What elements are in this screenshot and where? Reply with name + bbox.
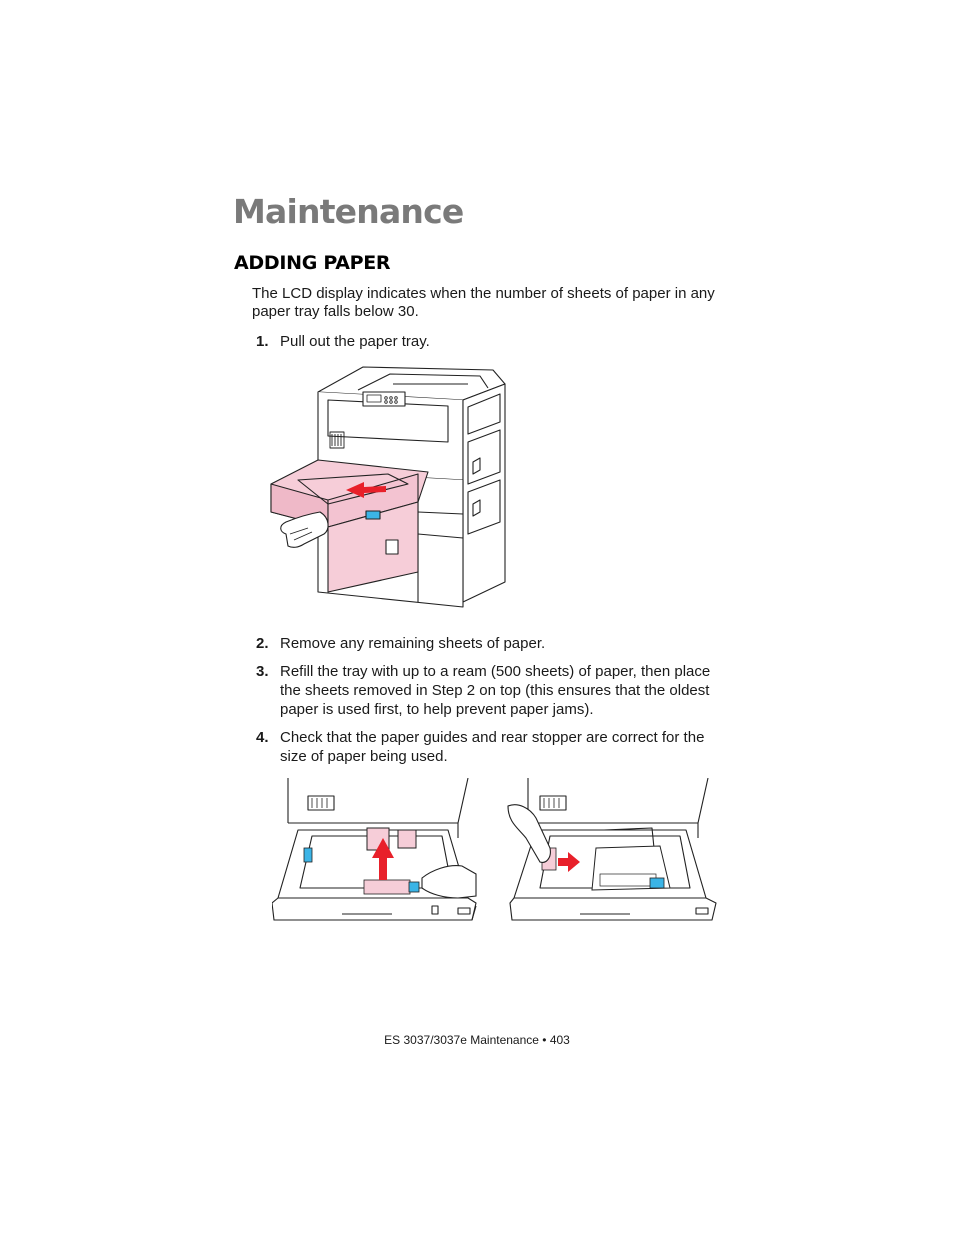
step-number: 1. <box>256 333 269 350</box>
step-number: 2. <box>256 635 269 652</box>
step-number: 3. <box>256 663 269 680</box>
intro-paragraph: The LCD display indicates when the numbe… <box>252 285 715 320</box>
page-title: Maintenance <box>233 192 464 231</box>
step-text: Pull out the paper tray. <box>280 333 430 350</box>
step-2: 2. Remove any remaining sheets of paper. <box>252 634 727 653</box>
printer-tray-pulled-out-illustration <box>270 366 506 608</box>
section-heading: ADDING PAPER <box>234 252 391 274</box>
step-4: 4. Check that the paper guides and rear … <box>252 728 727 766</box>
step-text: Check that the paper guides and rear sto… <box>280 729 705 765</box>
step-number: 4. <box>256 729 269 746</box>
step-3: 3. Refill the tray with up to a ream (50… <box>252 662 727 719</box>
page-footer: ES 3037/3037e Maintenance • 403 <box>384 1033 570 1047</box>
step-text: Refill the tray with up to a ream (500 s… <box>280 663 711 718</box>
tray-rear-stopper-illustration <box>272 778 477 921</box>
step-1: 1. Pull out the paper tray. <box>252 332 727 351</box>
tray-side-guide-illustration <box>507 778 717 921</box>
step-text: Remove any remaining sheets of paper. <box>280 635 546 652</box>
